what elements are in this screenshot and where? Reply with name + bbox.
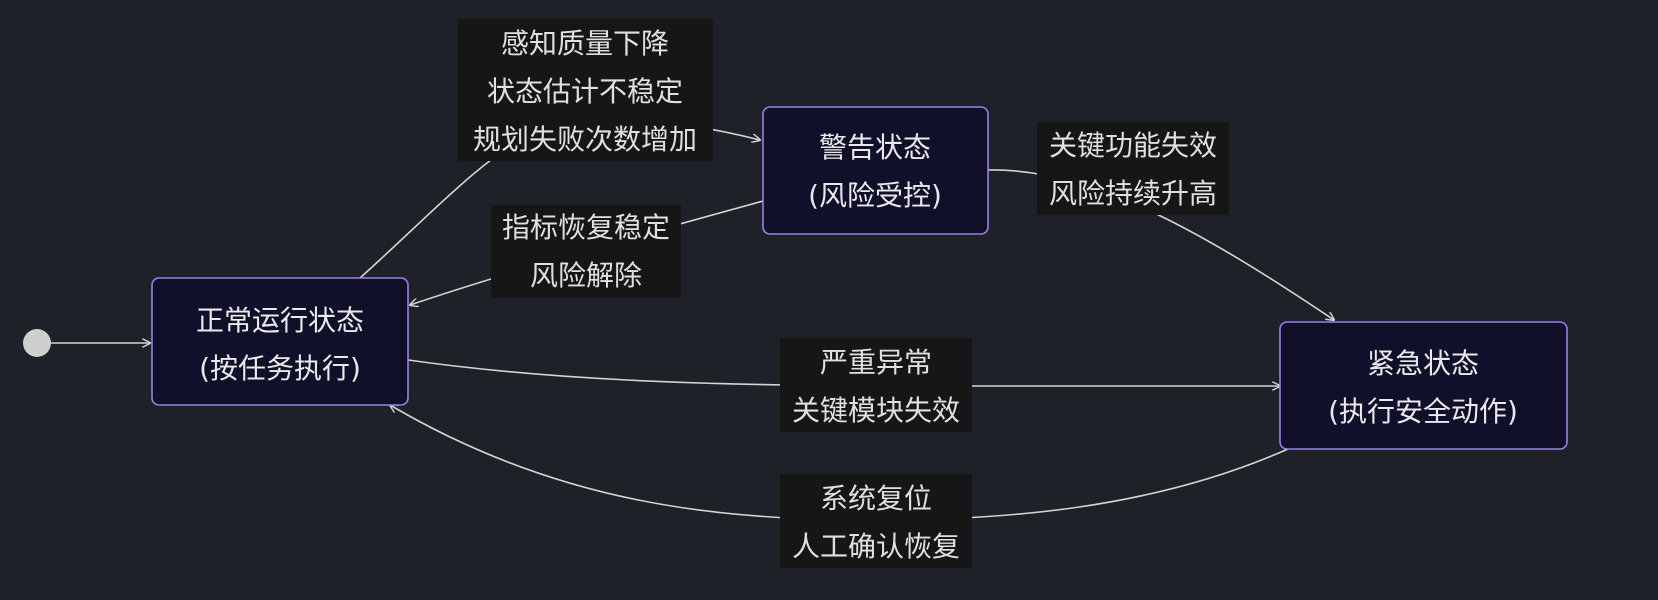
label-normal-to-warning: 感知质量下降 状态估计不稳定 规划失败次数增加 (458, 19, 713, 161)
state-warning-subtitle: (风险受控) (808, 179, 942, 212)
label-normal-to-emergency-line-2: 关键模块失效 (792, 394, 960, 427)
label-normal-to-emergency-line-1: 严重异常 (820, 346, 932, 379)
label-emergency-to-normal-line-2: 人工确认恢复 (792, 530, 960, 563)
state-emergency-subtitle: (执行安全动作) (1328, 395, 1518, 428)
state-warning-title: 警告状态 (819, 131, 931, 164)
label-warning-to-normal-line-1: 指标恢复稳定 (502, 211, 670, 244)
initial-state-dot (23, 329, 51, 357)
state-warning-box (762, 106, 989, 235)
state-normal-title: 正常运行状态 (196, 304, 364, 337)
label-warning-to-emergency-line-1: 关键功能失效 (1049, 129, 1217, 162)
label-warning-to-normal: 指标恢复稳定 风险解除 (491, 205, 681, 298)
label-warning-to-emergency: 关键功能失效 风险持续升高 (1037, 122, 1229, 215)
label-warning-to-normal-line-2: 风险解除 (530, 259, 642, 292)
state-emergency-box (1279, 321, 1568, 450)
label-normal-to-warning-line-3: 规划失败次数增加 (473, 123, 697, 156)
state-normal[interactable]: 正常运行状态 (按任务执行) (151, 277, 409, 406)
state-normal-box (151, 277, 409, 406)
state-emergency[interactable]: 紧急状态 (执行安全动作) (1279, 321, 1568, 450)
state-warning[interactable]: 警告状态 (风险受控) (762, 106, 989, 235)
label-normal-to-warning-line-1: 感知质量下降 (501, 27, 669, 60)
label-warning-to-emergency-line-2: 风险持续升高 (1049, 177, 1217, 210)
state-normal-subtitle: (按任务执行) (199, 352, 361, 385)
label-normal-to-emergency: 严重异常 关键模块失效 (780, 338, 972, 432)
state-emergency-title: 紧急状态 (1367, 347, 1479, 380)
label-emergency-to-normal-line-1: 系统复位 (820, 482, 932, 515)
label-emergency-to-normal: 系统复位 人工确认恢复 (780, 474, 972, 568)
label-normal-to-warning-line-2: 状态估计不稳定 (487, 75, 683, 108)
